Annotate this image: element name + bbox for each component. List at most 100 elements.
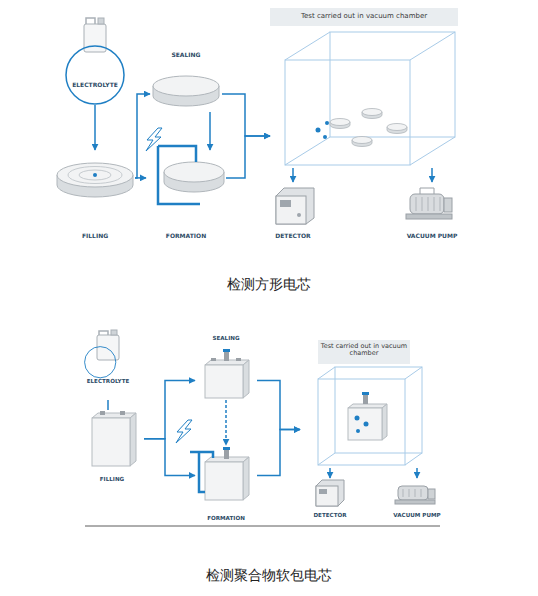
- step-label: FILLING: [82, 233, 108, 240]
- step-label: FILLING: [100, 476, 124, 482]
- flow-arrow: [107, 400, 109, 410]
- flow-arrow: [226, 136, 270, 178]
- sealing-cell: [205, 349, 249, 398]
- step-label: ELECTROLYTE: [87, 378, 130, 384]
- gas-dots-part: [364, 422, 369, 427]
- flow-arrow: [94, 105, 96, 150]
- formation-cell-part: [205, 462, 243, 500]
- flow-arrow: [222, 94, 270, 136]
- filling-cell-part: [130, 413, 136, 466]
- sealing-cell-part: [205, 365, 243, 398]
- formation-cell-part: [223, 447, 230, 450]
- formation-wires-part: [190, 452, 213, 458]
- vacuum-pump-icon-part: [428, 489, 435, 499]
- gas-dots-part: [316, 128, 321, 133]
- filling-cell: [92, 411, 136, 466]
- filling-cell-part: [100, 411, 105, 415]
- vacuum-pump-icon-part-part: [409, 489, 410, 497]
- detector-icon: [316, 480, 344, 506]
- filling-cell-part: [92, 413, 136, 418]
- circle-outline: [65, 45, 125, 105]
- vacuum-pump-icon: [406, 188, 452, 219]
- vacuum-chamber-cube-part: [318, 367, 422, 465]
- electrolyte-bottle-part: [97, 335, 119, 360]
- flow-arrow: [431, 168, 433, 182]
- vacuum-pump-icon-part: [410, 194, 444, 214]
- lightning-symbol-part: [176, 420, 192, 443]
- cells-in-chamber-part: [352, 137, 372, 144]
- formation-cell: [205, 447, 249, 500]
- vacuum-pump-icon-part: [398, 486, 428, 500]
- sealing-cell-part: [243, 360, 249, 398]
- vacuum-pump: VACUUM PUMP: [385, 478, 449, 518]
- sealing-disc-part: [153, 76, 219, 96]
- vacuum-pump-icon-part: [403, 489, 421, 497]
- cells-in-chamber-part: [362, 109, 382, 116]
- detector-icon-part: [316, 480, 344, 506]
- separator-line: [85, 526, 440, 527]
- detector-icon-part: [280, 200, 291, 207]
- filling-disc-part: [68, 167, 122, 184]
- formation-cell-part: [243, 457, 249, 500]
- flow-arrow: [257, 430, 300, 476]
- chamber-heading: Test carried out in vacuum chamber: [301, 12, 427, 20]
- pouch-cell-in-chamber-part: [363, 394, 368, 404]
- gas-dots-part: [325, 121, 329, 125]
- detector-icon: [276, 188, 314, 224]
- electrolyte-bottle-part: [98, 18, 104, 24]
- cells-in-chamber: [330, 109, 407, 147]
- step-label: FORMATION: [166, 233, 206, 240]
- header-band: [318, 340, 410, 364]
- vacuum-pump-icon-part-part: [422, 197, 423, 211]
- step-label: DETECTOR: [313, 512, 346, 518]
- detector-icon-part: [276, 188, 314, 224]
- formation-wires: [158, 146, 200, 204]
- step-label: FORMATION: [207, 515, 245, 521]
- lightning-symbol-part: [146, 128, 162, 151]
- step-label: DETECTOR: [275, 233, 311, 240]
- flow-arrow: [144, 439, 195, 476]
- vacuum-chamber-cube: [318, 367, 422, 465]
- formation-wires-part: [199, 452, 205, 492]
- vacuum-chamber-cube-part: [285, 32, 455, 165]
- step-label: SEALING: [212, 335, 239, 341]
- sealing-disc: [153, 76, 219, 106]
- vacuum-pump-icon-part-part: [403, 489, 404, 497]
- sealing-step: SEALING: [150, 52, 222, 112]
- cells-in-chamber-part: [387, 124, 407, 131]
- chamber-heading: Test carried out in vacuum chamber: [319, 343, 409, 358]
- step-label: VACUUM PUMP: [407, 233, 458, 240]
- flow-arrow: [225, 400, 227, 445]
- vacuum-pump-icon-part-part: [428, 197, 429, 211]
- electrolyte-bottle-part: [99, 331, 108, 335]
- circle-outline: [85, 347, 116, 378]
- flow-arrow: [144, 381, 195, 439]
- detector: DETECTOR: [268, 182, 318, 240]
- filling-step: FILLING: [80, 410, 144, 482]
- filling-disc-part: [57, 163, 133, 187]
- formation-disc: [164, 162, 224, 192]
- gas-dots: [316, 121, 330, 139]
- circle-outline: [81, 346, 135, 400]
- pouch-cell-in-chamber: [348, 392, 387, 440]
- filling-disc: [57, 163, 133, 197]
- flow-arrow: [292, 168, 294, 182]
- pouch-cell-in-chamber-part: [348, 404, 387, 408]
- gas-dots-part: [323, 135, 327, 139]
- vacuum-pump: VACUUM PUMP: [400, 182, 464, 240]
- vacuum-pump-icon-part: [444, 198, 452, 212]
- sealing-cell-part: [211, 358, 216, 361]
- vacuum-pump-icon-part-part: [415, 489, 416, 497]
- sealing-cell-part: [224, 351, 229, 361]
- electrolyte-circle: ELECTROLYTE: [65, 45, 125, 105]
- vacuum-chamber-cube-part: [335, 367, 422, 453]
- formation-wires-part: [158, 146, 200, 204]
- vacuum-pump-icon-part-part: [416, 197, 417, 211]
- vacuum-pump-icon: [395, 486, 435, 504]
- gas-dots-part: [356, 429, 360, 433]
- formation-wires-part: [158, 146, 196, 162]
- vacuum-chamber: Test carried out in vacuum chamber: [270, 8, 458, 168]
- filling-disc-part: [79, 170, 111, 180]
